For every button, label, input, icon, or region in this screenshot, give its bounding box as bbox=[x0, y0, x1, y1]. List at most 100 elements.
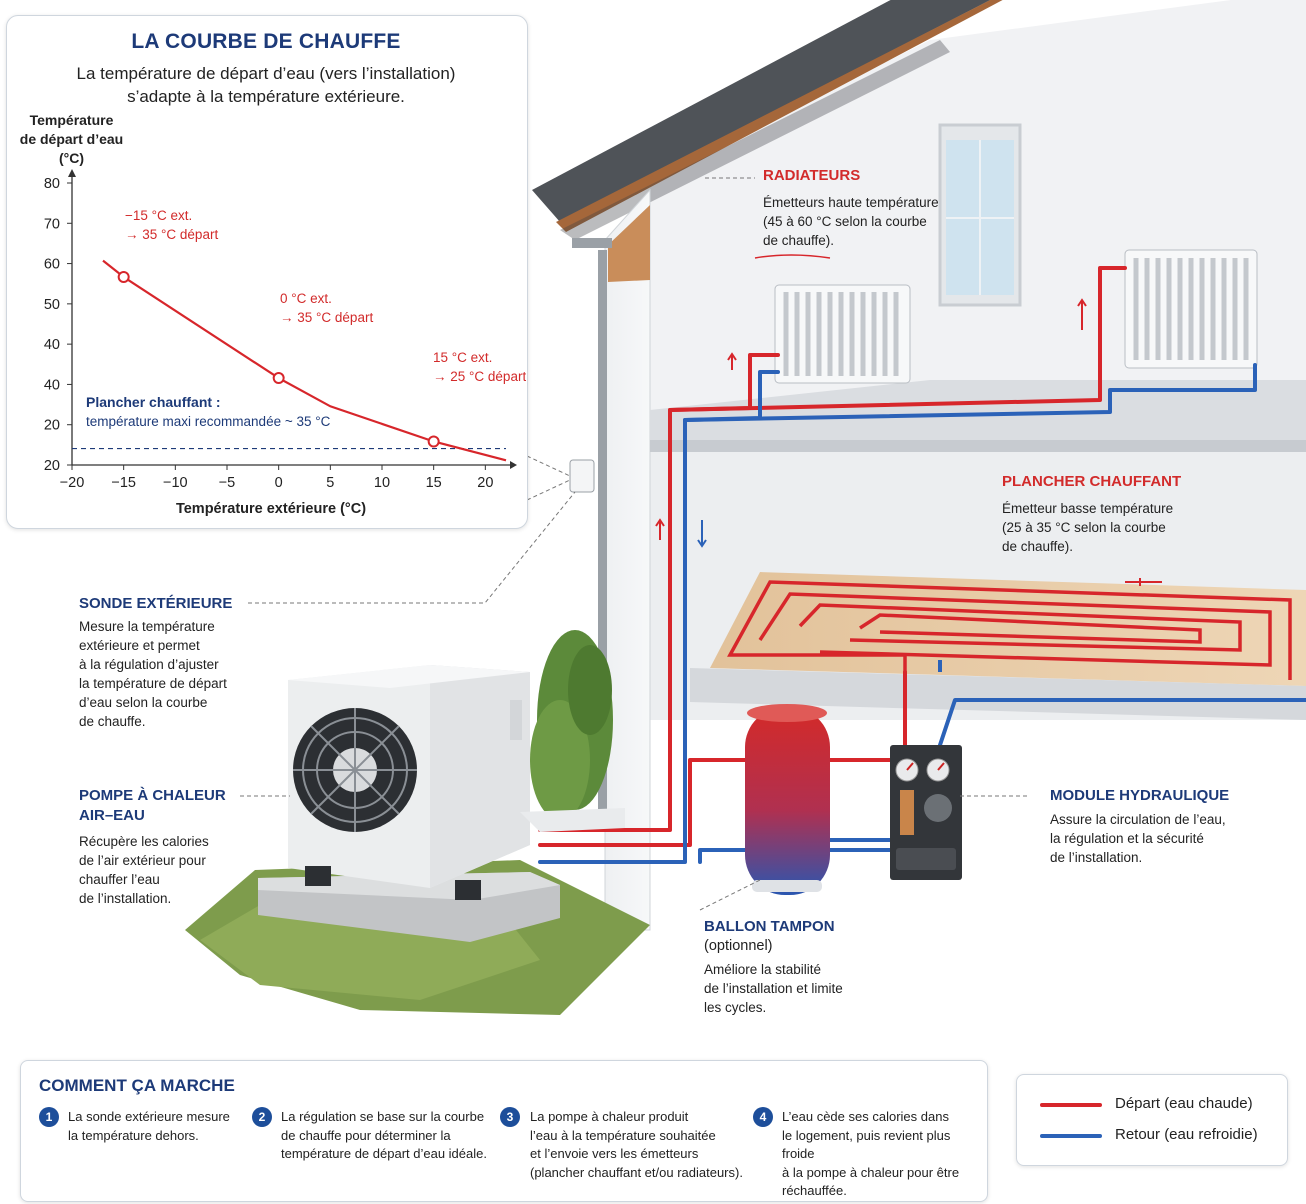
floor-note-line1: Plancher chauffant : bbox=[86, 394, 221, 410]
x-tick-label: 0 bbox=[275, 475, 283, 491]
y-tick-label: 20 bbox=[44, 418, 60, 434]
step-4-line1: L’eau cède ses calories dans bbox=[782, 1109, 949, 1124]
label-module-hydraulique: MODULE HYDRAULIQUE Assure la circulation… bbox=[1050, 786, 1270, 867]
chart-subtitle-line1: La température de départ d’eau (vers l’i… bbox=[76, 64, 456, 83]
chart-ylabel: Température de départ d’eau (°C) bbox=[14, 111, 129, 168]
sonde-line4: la température de départ bbox=[79, 676, 227, 691]
y-tick-label: 80 bbox=[44, 176, 60, 192]
step-3-line2: l’eau à la température souhaitée bbox=[530, 1127, 716, 1143]
label-ballon-tampon: BALLON TAMPON (optionnel) Améliore la st… bbox=[704, 917, 904, 1017]
pompe-title-line1: POMPE À CHALEUR bbox=[79, 787, 226, 804]
legend-depart-swatch bbox=[1040, 1103, 1102, 1107]
pipe-depart bbox=[538, 266, 1127, 832]
plancher-line2: (25 à 35 °C selon la courbe bbox=[1002, 520, 1166, 535]
ballon-line1: Améliore la stabilité bbox=[704, 962, 822, 977]
bush bbox=[530, 630, 613, 820]
legend-box bbox=[1016, 1074, 1288, 1166]
chart-annotation-2b: → 35 °C départ bbox=[280, 310, 373, 325]
pompe-line3: chauffer l’eau bbox=[79, 872, 160, 887]
pompe-line1: Récupère les calories bbox=[79, 834, 209, 849]
x-tick-label: 20 bbox=[477, 475, 493, 491]
radiator-right bbox=[1124, 249, 1258, 369]
radiateurs-line1: Émetteurs haute température bbox=[763, 195, 939, 210]
x-axis-arrow bbox=[510, 461, 517, 469]
x-tick-label: −5 bbox=[219, 475, 236, 491]
sonde-title: SONDE EXTÉRIEURE bbox=[79, 595, 233, 612]
x-tick-label: 15 bbox=[426, 475, 442, 491]
upper-slab bbox=[650, 380, 1306, 440]
label-pompe-a-chaleur: POMPE À CHALEUR AIR–EAU Récupère les cal… bbox=[79, 786, 249, 908]
heating-curve-card bbox=[6, 15, 528, 529]
sonde-line6: de chauffe. bbox=[79, 714, 146, 729]
step-3-line3: et l’envoie vers les émetteurs bbox=[530, 1146, 699, 1161]
ylabel-line2: de départ d’eau bbox=[19, 131, 124, 147]
step-3-text: La pompe à chaleur produit l’eau à la te… bbox=[530, 1108, 750, 1182]
heat-pump-outdoor-unit bbox=[288, 665, 625, 900]
roof bbox=[532, 0, 991, 222]
curve-point-marker bbox=[427, 435, 440, 448]
x-tick-label: −15 bbox=[111, 475, 136, 491]
sonde-line2: extérieure et permet bbox=[79, 638, 200, 653]
y-tick-label: 50 bbox=[44, 297, 60, 313]
step-3-badge: 3 bbox=[500, 1107, 520, 1127]
y-tick-label: 20 bbox=[44, 458, 60, 474]
ylabel-line3: (°C) bbox=[58, 150, 85, 166]
outdoor-sensor bbox=[569, 459, 595, 493]
module-title: MODULE HYDRAULIQUE bbox=[1050, 787, 1230, 804]
how-title: COMMENT ÇA MARCHE bbox=[39, 1076, 235, 1095]
label-radiateurs: RADIATEURS Émetteurs haute température (… bbox=[763, 166, 943, 250]
module-line3: de l’installation. bbox=[1050, 850, 1143, 865]
chart-annotation-3a: 15 °C ext. bbox=[433, 350, 492, 365]
downpipe bbox=[598, 250, 607, 810]
module-line2: la régulation et la sécurité bbox=[1050, 831, 1204, 846]
legend-retour-label: Retour (eau refroidie) bbox=[1115, 1126, 1258, 1143]
step-2-line2: de chauffe pour déterminer la bbox=[281, 1127, 451, 1143]
chart-subtitle: La température de départ d’eau (vers l’i… bbox=[6, 62, 526, 108]
pompe-line4: de l’installation. bbox=[79, 891, 172, 906]
ballon-line2: de l’installation et limite bbox=[704, 981, 843, 996]
plancher-title: PLANCHER CHAUFFANT bbox=[1002, 473, 1182, 490]
chart-annotation-1b: → 35 °C départ bbox=[125, 227, 218, 242]
step-1-line2: la température dehors. bbox=[68, 1127, 199, 1143]
ballon-title: BALLON TAMPON bbox=[704, 918, 835, 935]
y-tick-label: 40 bbox=[44, 377, 60, 393]
chart-annotation-1a: −15 °C ext. bbox=[125, 208, 192, 223]
floor-note-line2: température maxi recommandée ~ 35 °C bbox=[86, 414, 331, 429]
chart-annotation-3b: → 25 °C départ bbox=[433, 369, 526, 384]
legend-retour-swatch bbox=[1040, 1134, 1102, 1138]
plancher-line1: Émetteur basse température bbox=[1002, 501, 1174, 516]
chart-annotation-2a: 0 °C ext. bbox=[280, 291, 332, 306]
sonde-line3: à la régulation d’ajuster bbox=[79, 657, 219, 672]
step-3-line4: (plancher chauffant et/ou radiateurs). bbox=[530, 1164, 743, 1180]
label-plancher-chauffant: PLANCHER CHAUFFANT Émetteur basse tempér… bbox=[1002, 472, 1202, 556]
ylabel-line1: Température bbox=[29, 112, 114, 128]
x-tick-label: 10 bbox=[374, 475, 390, 491]
how-it-works-panel bbox=[20, 1060, 988, 1202]
step-2-line3: température de départ d’eau idéale. bbox=[281, 1146, 487, 1161]
step-2-badge: 2 bbox=[252, 1107, 272, 1127]
leader-ballon bbox=[699, 879, 761, 911]
step-2-line1: La régulation se base sur la courbe bbox=[281, 1109, 485, 1124]
x-tick-label: −10 bbox=[163, 475, 188, 491]
pipe-retour bbox=[538, 363, 1257, 864]
hydraulic-module bbox=[890, 745, 962, 880]
y-tick-label: 40 bbox=[44, 337, 60, 353]
step-3-line1: La pompe à chaleur produit bbox=[530, 1109, 689, 1124]
y-tick-label: 70 bbox=[44, 216, 60, 232]
radiateurs-title: RADIATEURS bbox=[763, 167, 861, 184]
radiateurs-line2: (45 à 60 °C selon la courbe bbox=[763, 214, 927, 229]
x-tick-label: 5 bbox=[326, 475, 334, 491]
step-4-line2: le logement, puis revient plus froide bbox=[782, 1127, 951, 1162]
legend-depart-label: Départ (eau chaude) bbox=[1115, 1095, 1253, 1112]
radiator-left bbox=[774, 284, 911, 384]
leader-chart-sensor bbox=[526, 455, 571, 477]
step-2-text: La régulation se base sur la courbe de c… bbox=[281, 1108, 491, 1164]
pompe-line2: de l’air extérieur pour bbox=[79, 853, 206, 868]
step-4-badge: 4 bbox=[753, 1107, 773, 1127]
label-sonde-exterieure: SONDE EXTÉRIEURE Mesure la température e… bbox=[79, 594, 249, 731]
module-line1: Assure la circulation de l’eau, bbox=[1050, 812, 1226, 827]
chart-title: LA COURBE DE CHAUFFE bbox=[131, 30, 401, 53]
heated-floor bbox=[710, 572, 1306, 686]
